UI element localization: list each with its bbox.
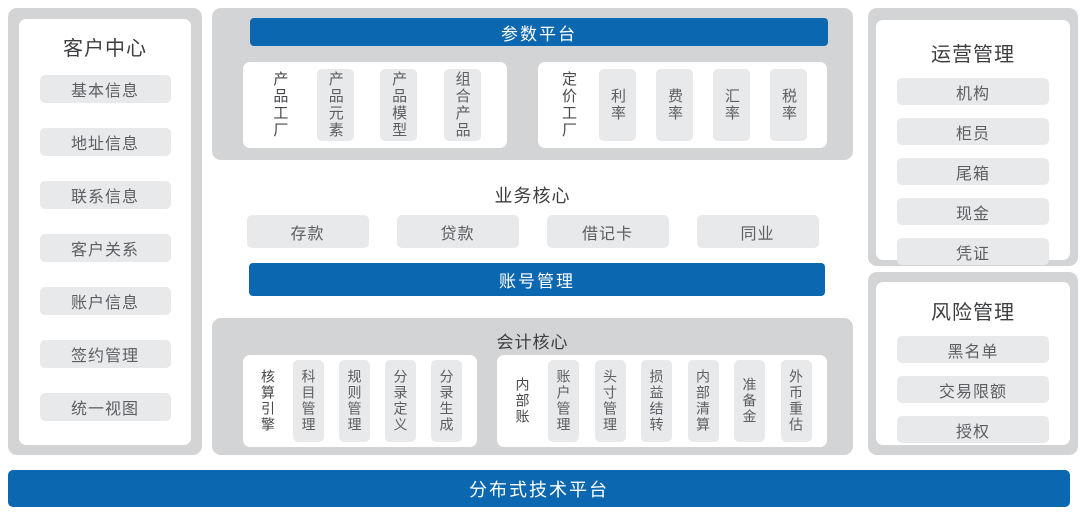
risk-card: 风险管理 黑名单 交易限额 授权 — [876, 282, 1070, 445]
debit-card-item: 借记卡 — [546, 215, 669, 248]
business-core-items: 存款 贷款 借记卡 同业 — [212, 215, 853, 248]
deposit-item: 存款 — [246, 215, 369, 248]
operations-items: 机构 柜员 尾箱 现金 凭证 — [876, 78, 1070, 265]
customer-item-account-info: 账户信息 — [39, 287, 171, 315]
subject-mgmt-item: 科目管理 — [293, 360, 324, 442]
operations-title: 运营管理 — [931, 44, 1015, 66]
risk-panel: 风险管理 黑名单 交易限额 授权 — [868, 272, 1078, 455]
teller-item: 柜员 — [897, 118, 1049, 145]
institution-item: 机构 — [897, 78, 1049, 105]
tax-rate-item: 税率 — [770, 69, 807, 141]
customer-item-contact-info: 联系信息 — [39, 181, 171, 209]
pricing-factory-label: 定价工厂 — [560, 71, 577, 139]
customer-item-relationship: 客户关系 — [39, 234, 171, 262]
interest-rate-item: 利率 — [599, 69, 636, 141]
voucher-item: 凭证 — [897, 238, 1049, 265]
fx-revaluation-item: 外币重估 — [780, 360, 812, 442]
accounting-engine-group: 核算引擎 科目管理 规则管理 分录定义 分录生成 — [243, 355, 477, 447]
accounting-engine-label: 核算引擎 — [260, 369, 276, 433]
customer-item-basic-info: 基本信息 — [39, 75, 171, 103]
parameter-platform-header: 参数平台 — [250, 18, 828, 46]
business-core-title: 业务核心 — [494, 186, 571, 206]
customer-center-card: 客户中心 基本信息 地址信息 联系信息 客户关系 账户信息 签约管理 统一视图 — [19, 19, 191, 445]
risk-items: 黑名单 交易限额 授权 — [876, 336, 1070, 443]
internal-account-group: 内部账 账户管理 头寸管理 损益结转 内部清算 准备金 外币重估 — [497, 355, 827, 447]
accounting-core-panel: 会计核心 核算引擎 科目管理 规则管理 分录定义 分录生成 内部账 账户管理 头… — [212, 318, 853, 455]
customer-center-title: 客户中心 — [63, 38, 147, 60]
exchange-rate-item: 汇率 — [713, 69, 750, 141]
reserve-item: 准备金 — [734, 360, 765, 442]
combined-product-item: 组合产品 — [443, 69, 481, 141]
pricing-factory-group: 定价工厂 利率 费率 汇率 税率 — [538, 62, 827, 148]
internal-account-label: 内部账 — [514, 377, 531, 425]
entry-definition-item: 分录定义 — [385, 360, 416, 442]
product-factory-label: 产品工厂 — [271, 71, 289, 139]
customer-item-address-info: 地址信息 — [39, 128, 171, 156]
account-mgmt-item: 账户管理 — [548, 360, 579, 442]
operations-card: 运营管理 机构 柜员 尾箱 现金 凭证 — [876, 20, 1070, 265]
interbank-item: 同业 — [696, 215, 819, 248]
cashbox-item: 尾箱 — [897, 158, 1049, 185]
operations-panel: 运营管理 机构 柜员 尾箱 现金 凭证 — [868, 8, 1078, 266]
authorization-item: 授权 — [897, 416, 1049, 443]
cash-item: 现金 — [897, 198, 1049, 225]
account-management-bar: 账号管理 — [249, 263, 825, 296]
transaction-limit-item: 交易限额 — [897, 376, 1049, 403]
customer-center-items: 基本信息 地址信息 联系信息 客户关系 账户信息 签约管理 统一视图 — [19, 75, 191, 421]
entry-generation-item: 分录生成 — [431, 360, 462, 442]
customer-center-panel: 客户中心 基本信息 地址信息 联系信息 客户关系 账户信息 签约管理 统一视图 — [8, 8, 202, 455]
distributed-platform-bar: 分布式技术平台 — [8, 470, 1070, 507]
internal-clearing-item: 内部清算 — [687, 360, 719, 442]
product-factory-group: 产品工厂 产品元素 产品模型 组合产品 — [243, 62, 507, 148]
accounting-core-title: 会计核心 — [496, 333, 569, 352]
pnl-carryover-item: 损益结转 — [641, 360, 672, 442]
risk-title: 风险管理 — [931, 302, 1015, 324]
customer-item-contract-mgmt: 签约管理 — [39, 340, 171, 368]
parameter-platform-panel: 参数平台 产品工厂 产品元素 产品模型 组合产品 定价工厂 利率 费率 汇率 税… — [212, 8, 853, 160]
product-model-item: 产品模型 — [380, 69, 418, 141]
fee-rate-item: 费率 — [656, 69, 693, 141]
customer-item-unified-view: 统一视图 — [39, 393, 171, 421]
rule-mgmt-item: 规则管理 — [339, 360, 370, 442]
position-mgmt-item: 头寸管理 — [594, 360, 626, 442]
blacklist-item: 黑名单 — [897, 336, 1049, 363]
product-element-item: 产品元素 — [316, 69, 354, 141]
loan-item: 贷款 — [396, 215, 519, 248]
